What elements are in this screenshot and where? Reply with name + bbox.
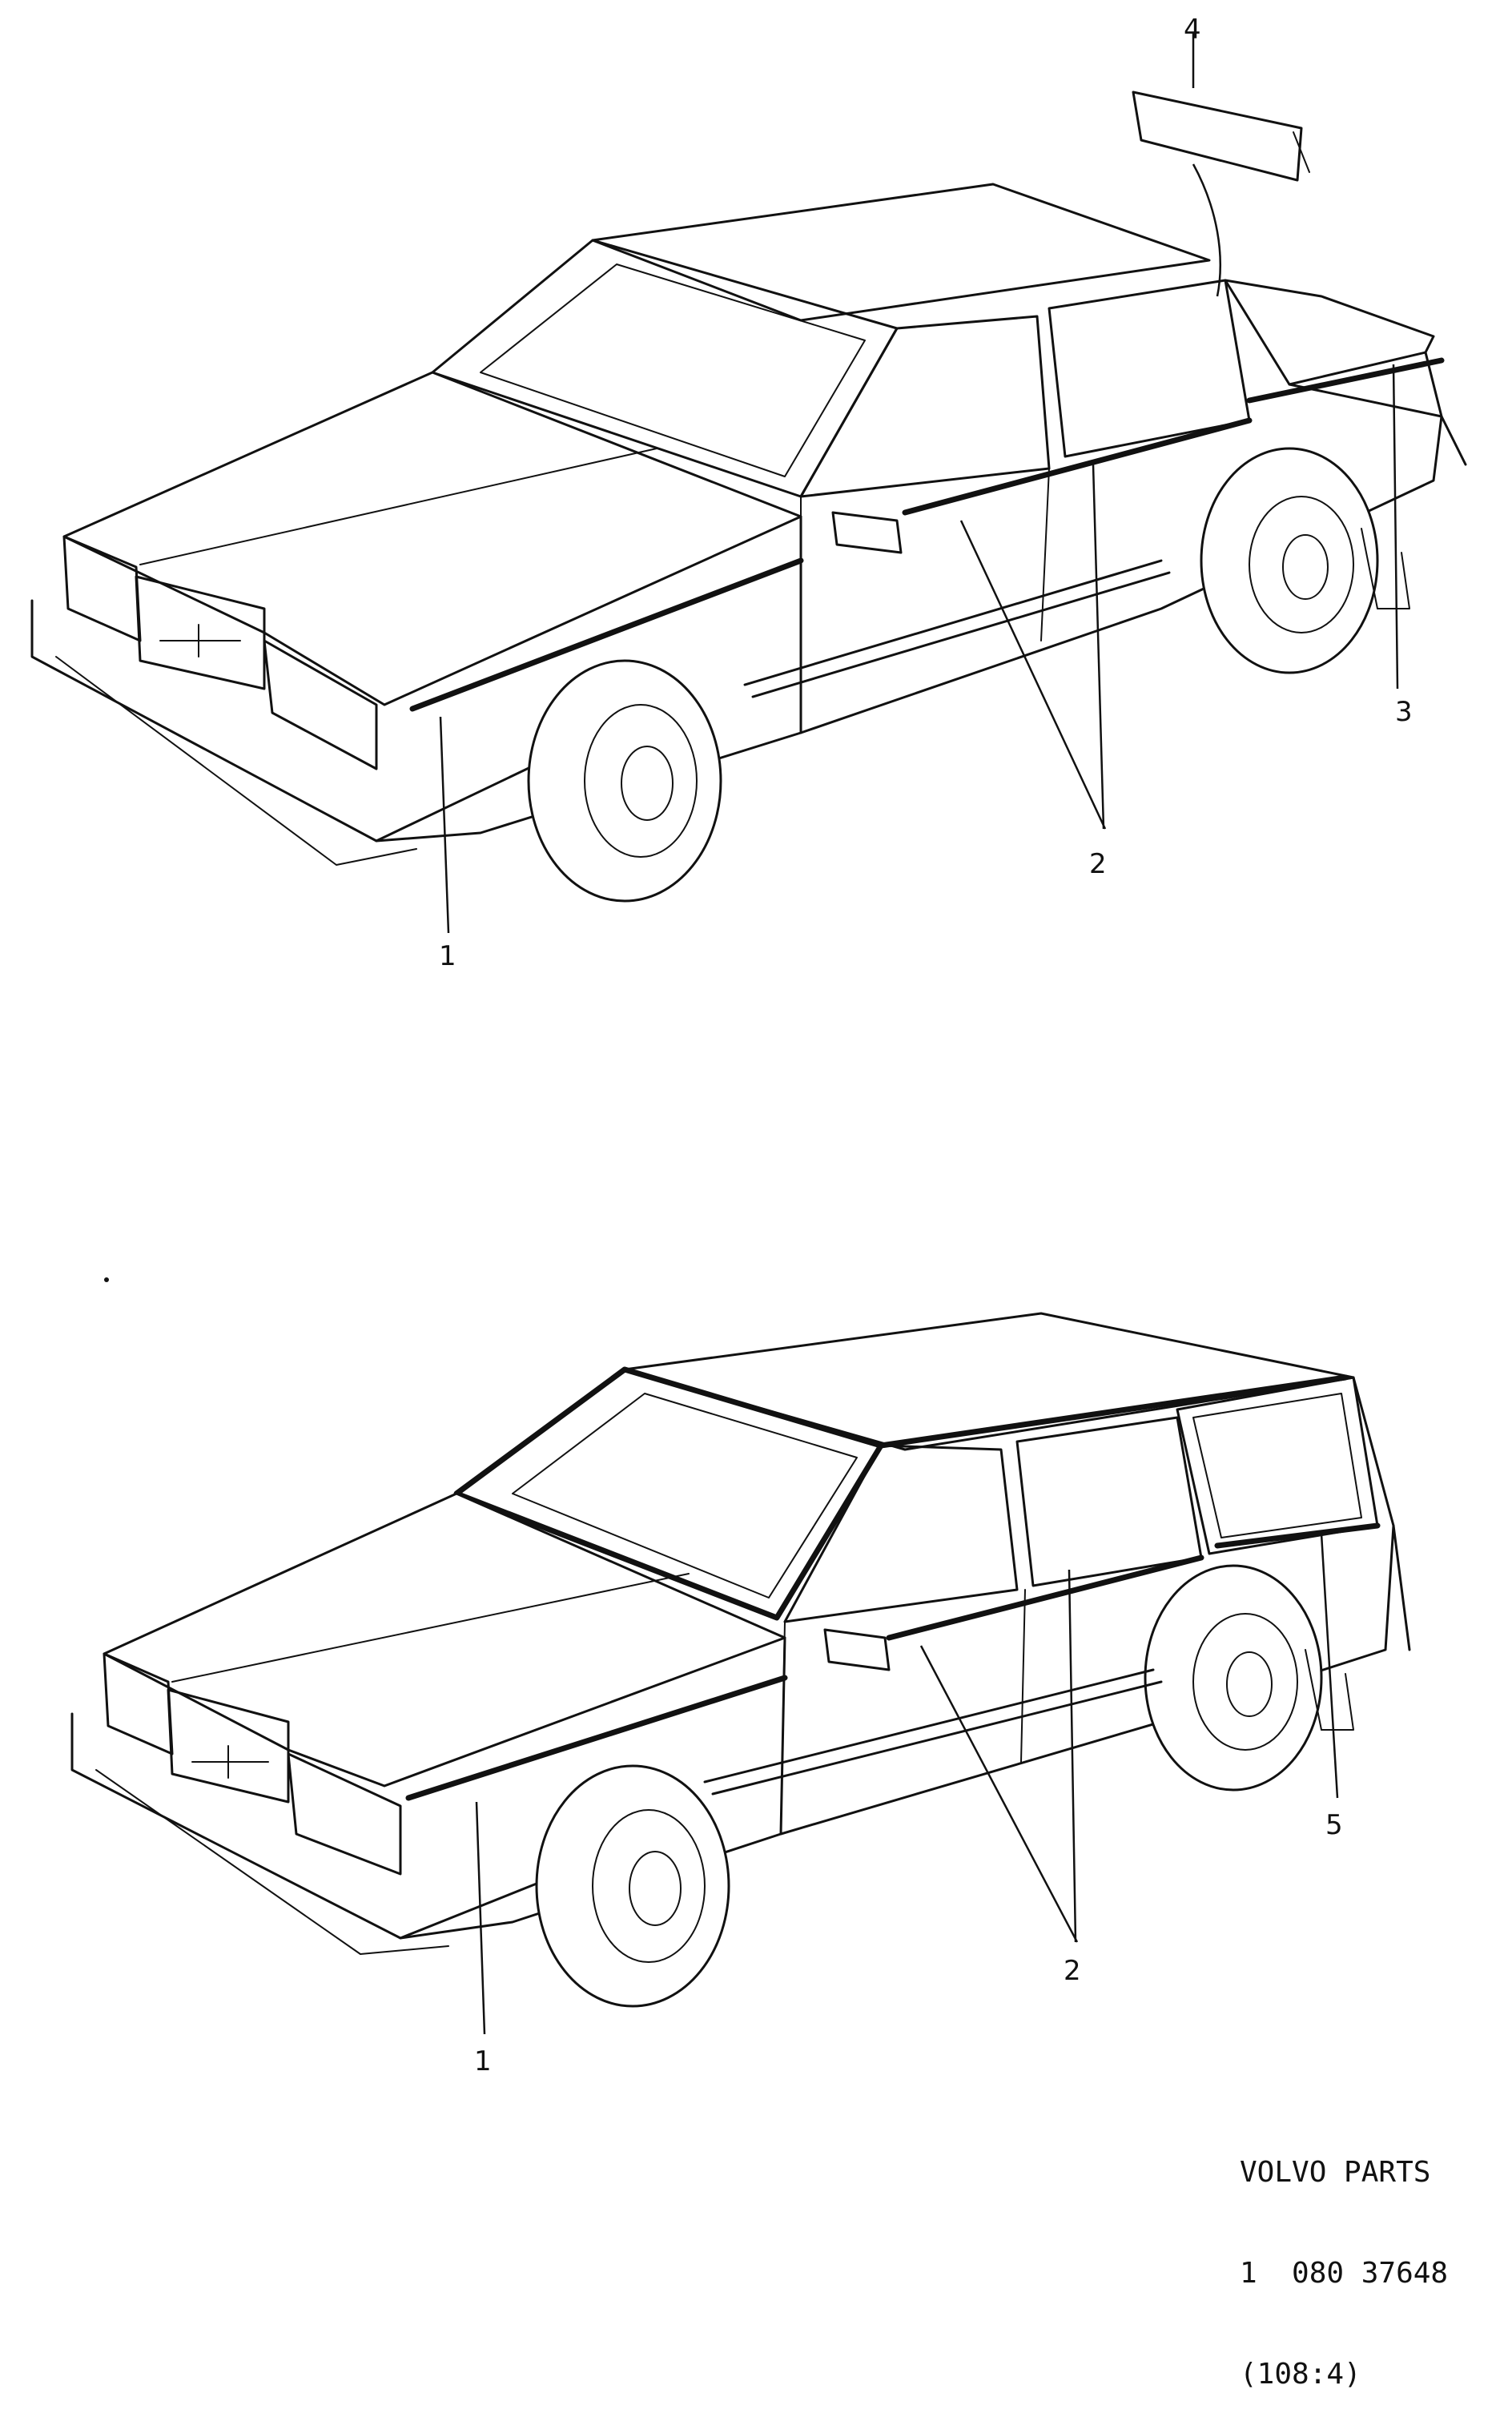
estate-illustration: [70, 1312, 1411, 2008]
sedan-callout-2: 2: [1089, 848, 1107, 880]
sedan-callout-4: 4: [1184, 14, 1201, 46]
footer-page-ref: (108:4): [1240, 2358, 1361, 2391]
moulding-detail-4: [1132, 90, 1310, 297]
estate-callout-5: 5: [1325, 1809, 1343, 1841]
stray-dot: [104, 1277, 109, 1282]
parts-diagram: 1 2 3 4: [30, 14, 1467, 2077]
footer-brand: VOLVO PARTS: [1240, 2156, 1431, 2189]
sedan-callout-3: 3: [1395, 696, 1413, 728]
estate-leaders: [475, 1533, 1339, 2035]
parts-reference: VOLVO PARTS 1 080 37648 (108:4): [1240, 2089, 1448, 2425]
footer-part-number: 1 080 37648: [1240, 2257, 1449, 2290]
estate-callout-1: 1: [474, 2045, 492, 2077]
sedan-illustration: [30, 183, 1467, 903]
sedan-leaders: [439, 32, 1399, 934]
estate-callout-2: 2: [1064, 1955, 1081, 1987]
sedan-callout-1: 1: [439, 940, 456, 972]
